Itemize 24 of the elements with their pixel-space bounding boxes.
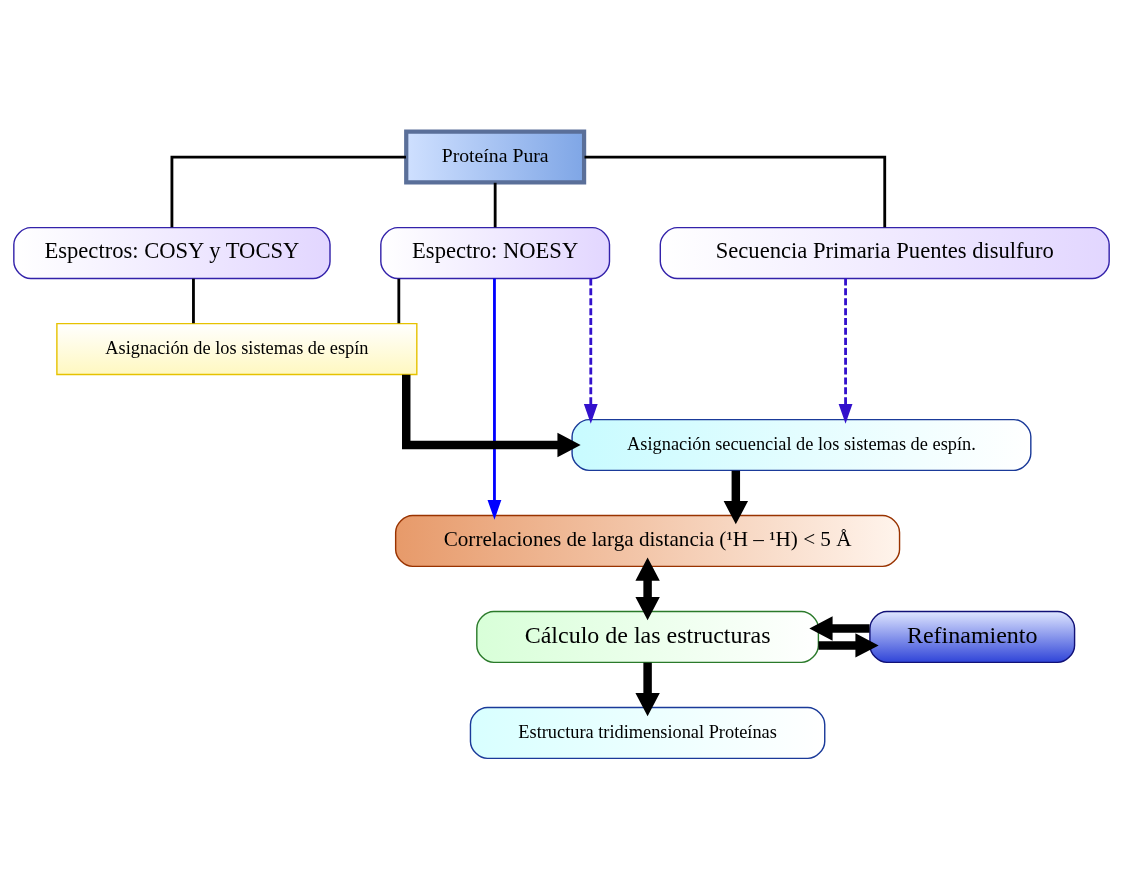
node-box: Secuencia Primaria Puentes disulfuro bbox=[659, 226, 1110, 280]
node-box: Asignación secuencial de los sistemas de espín. bbox=[571, 418, 1032, 472]
arrow bbox=[402, 374, 581, 458]
connector bbox=[192, 278, 195, 324]
connector bbox=[397, 278, 401, 324]
arrow bbox=[818, 633, 879, 658]
node-box: Asignación de los sistemas de espín bbox=[56, 322, 418, 376]
connector bbox=[170, 155, 406, 228]
node-box: Espectros: COSY y TOCSY bbox=[13, 226, 331, 280]
node-box: Proteína Pura bbox=[404, 129, 587, 185]
arrow bbox=[583, 278, 598, 424]
arrow bbox=[809, 616, 870, 641]
node-box: Estructura tridimensional Proteínas bbox=[469, 706, 826, 760]
node-box: Espectro: NOESY bbox=[380, 226, 611, 280]
arrow bbox=[487, 278, 502, 520]
node-box: Correlaciones de larga distancia (¹H – ¹H) < 5 Å bbox=[394, 514, 901, 568]
connector bbox=[584, 155, 887, 228]
arrow bbox=[635, 557, 660, 621]
arrow bbox=[635, 662, 660, 717]
node-box: Refinamiento bbox=[869, 610, 1076, 664]
connector bbox=[493, 182, 497, 228]
node-box: Cálculo de las estructuras bbox=[476, 610, 820, 664]
arrow bbox=[723, 470, 749, 525]
arrow bbox=[838, 278, 853, 424]
